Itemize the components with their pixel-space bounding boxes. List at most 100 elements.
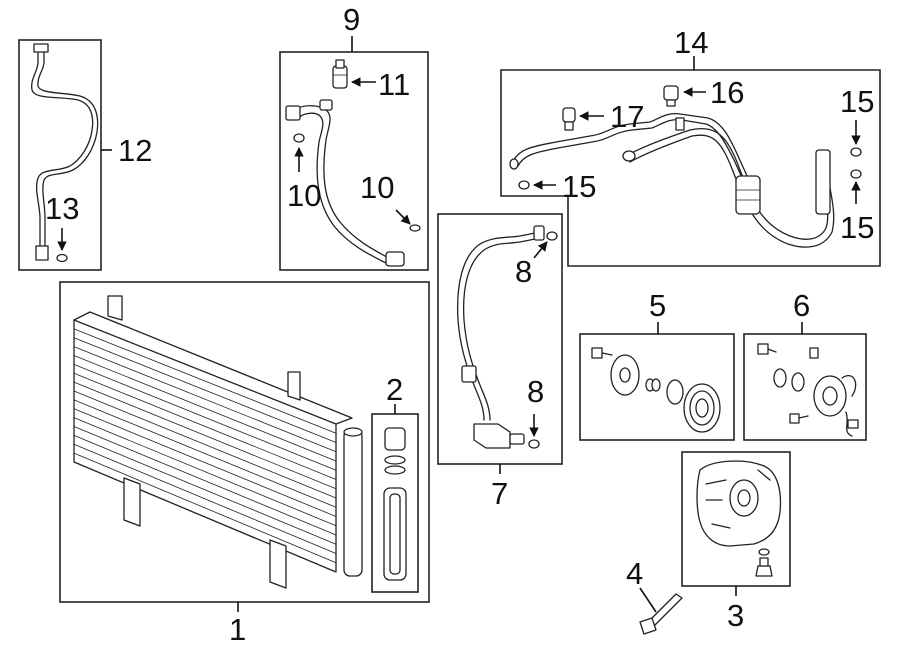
callout-15b: 15	[840, 84, 874, 119]
part-16-service-cap	[663, 85, 679, 107]
part-3-washer	[758, 548, 770, 556]
part-7-hose-inner	[462, 237, 541, 421]
part-3-nut	[755, 565, 773, 577]
group-14-lines: 14 17 16 15 15 15	[500, 25, 881, 267]
condenser-fin-line	[73, 417, 337, 527]
callout-15a: 15	[562, 169, 596, 204]
part-9-fitting-top	[319, 99, 333, 111]
callout-14: 14	[674, 25, 708, 60]
callout-8a: 8	[515, 254, 532, 289]
part-5-shims	[645, 378, 661, 392]
part-12-pipe-inner	[37, 47, 99, 247]
condenser-fin-line	[73, 426, 337, 536]
part-15-oring-a	[518, 180, 530, 190]
part-1-bracket-top-left	[107, 295, 123, 321]
part-8-oring-a	[546, 231, 558, 241]
condenser-fin-line	[73, 364, 337, 471]
part-1-condenser-core	[73, 319, 337, 573]
callout-17: 17	[610, 99, 644, 134]
part-14-pipe-left-inner	[517, 118, 745, 183]
group-1-condenser: 1	[59, 281, 430, 647]
part-14-pipe-right	[625, 128, 831, 240]
callout-10a: 10	[287, 178, 321, 213]
part-15-oring-c	[850, 169, 862, 179]
part-1-bracket-bottom-left	[123, 477, 141, 527]
part-6-ring-a	[773, 368, 787, 388]
part-13-oring	[56, 253, 68, 263]
part-11-pressure-switch	[332, 59, 348, 89]
part-7-fitting-top	[533, 225, 545, 241]
callout-5: 5	[649, 288, 666, 323]
part-9-hose-inner	[297, 112, 393, 267]
part-4-bolt: 4	[626, 556, 683, 635]
part-8-oring-b	[528, 439, 540, 449]
part-12-bottom-fitting	[35, 245, 49, 261]
group-6-coil: 6	[743, 288, 867, 441]
callout-1: 1	[229, 612, 246, 647]
group-5-box	[579, 333, 735, 441]
part-9-fitting-end	[385, 251, 405, 267]
callout-9: 9	[343, 2, 360, 37]
group-3-compressor: 3	[681, 451, 791, 633]
group-12-box	[18, 39, 102, 271]
group-14-box	[500, 69, 881, 267]
part-1-condenser-top-edge	[73, 311, 353, 425]
part-1-bracket-bottom-right	[269, 539, 287, 589]
part-15-oring-b	[850, 147, 862, 157]
callout-16: 16	[710, 75, 744, 110]
part-9-hose-body	[291, 105, 397, 263]
callout-15c: 15	[840, 210, 874, 245]
part-14-pipe-left	[513, 112, 749, 179]
leader-8a	[533, 241, 548, 259]
part-12-liquid-pipe	[31, 47, 94, 247]
condenser-fin-line	[73, 355, 337, 462]
callout-2: 2	[386, 372, 403, 407]
leader-4	[639, 587, 657, 613]
part-1-receiver-tank	[343, 429, 363, 577]
group-12-liquid-line: 12 13	[18, 39, 152, 271]
part-4-bolt-head	[639, 617, 657, 635]
callout-6: 6	[793, 288, 810, 323]
condenser-fin-line	[73, 381, 337, 490]
condenser-fin-line	[73, 390, 337, 499]
group-5-clutch: 5	[579, 288, 735, 441]
leader-10b	[395, 209, 411, 225]
group-9-hose: 9 11 10 10	[279, 2, 429, 271]
part-14-manifold	[815, 149, 831, 215]
part-6-bolt-lower	[789, 413, 809, 424]
condenser-fin-line	[73, 372, 337, 480]
callout-3: 3	[727, 598, 744, 633]
condenser-fin-line	[73, 443, 337, 554]
part-12-top-fitting	[33, 43, 49, 53]
part-6-ring-b	[791, 372, 805, 392]
part-1-bracket-top-right	[287, 371, 301, 401]
callout-7: 7	[491, 476, 508, 511]
part-3-ribs	[705, 469, 771, 529]
part-14-fitting-mid	[622, 150, 636, 162]
group-9-box	[279, 51, 429, 271]
part-7-fitting-mid	[461, 365, 477, 383]
group-2-desiccant: 2	[371, 372, 419, 593]
part-6-bolt	[757, 343, 777, 355]
part-17-service-cap	[562, 107, 576, 131]
part-2-plug	[384, 427, 406, 451]
group-6-box	[743, 333, 867, 441]
condenser-fin-line	[73, 346, 337, 453]
part-6-wire	[841, 375, 857, 437]
condenser-fin-line	[73, 328, 337, 434]
callout-13: 13	[45, 191, 79, 226]
group-1-box	[59, 281, 430, 603]
callout-8b: 8	[527, 374, 544, 409]
part-10-oring-a	[293, 133, 305, 143]
condenser-fin-line	[73, 452, 337, 564]
part-6-connector	[847, 419, 859, 429]
part-14-muffler	[735, 175, 761, 215]
condenser-fin-line	[73, 337, 337, 443]
part-7-hose-body	[456, 231, 541, 421]
part-14-port	[675, 117, 685, 131]
part-2-oring-b	[384, 465, 406, 475]
part-5-bolt	[591, 347, 613, 359]
callout-12: 12	[118, 133, 152, 168]
part-1-condenser-fins	[73, 328, 337, 564]
